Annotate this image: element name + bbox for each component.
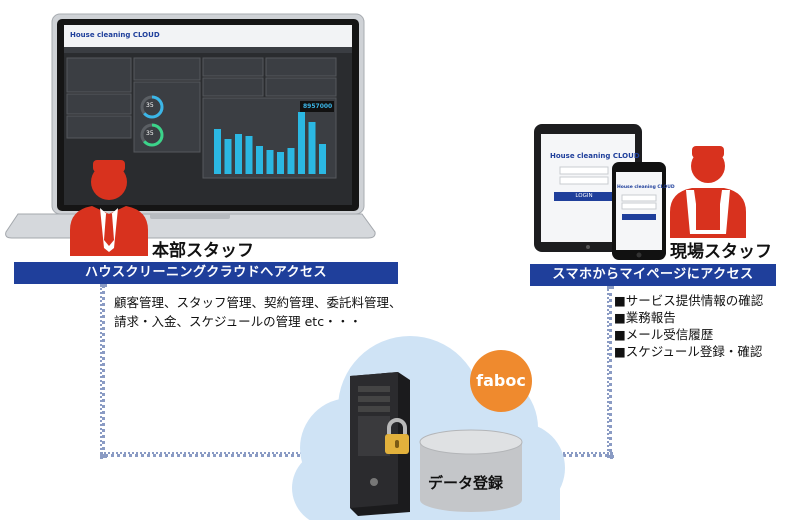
tablet-login-button: LOGIN <box>575 193 593 199</box>
field-task-item: ■スケジュール登録・確認 <box>614 344 763 359</box>
phone-app-title: House cleaning CLOUD <box>617 185 675 190</box>
chart-total: 8957000 <box>303 103 333 110</box>
chart-bar <box>224 139 232 174</box>
field-task-item: ■業務報告 <box>614 310 676 325</box>
faboc-logo: faboc <box>470 350 532 412</box>
chart-bar <box>308 122 316 174</box>
chart-bar <box>214 129 221 174</box>
laptop <box>5 13 376 239</box>
hq-staff-icon <box>70 160 148 256</box>
chart-bar <box>277 152 284 174</box>
field-task-list: ■サービス提供情報の確認 ■業務報告 ■メール受信履歴 ■スケジュール登録・確認 <box>614 292 763 360</box>
field-connector-vertical <box>607 286 612 458</box>
field-staff-icon <box>670 146 746 238</box>
hq-description: 顧客管理、スタッフ管理、契約管理、委託料管理、 請求・入金、スケジュールの管理 … <box>114 293 402 331</box>
chart-bar <box>319 144 326 174</box>
lock-icon <box>385 418 409 454</box>
server-icon <box>350 372 410 516</box>
chart-bar <box>235 134 242 174</box>
field-access-banner: スマホからマイページにアクセス <box>530 264 776 286</box>
hq-connector-vertical <box>100 284 105 458</box>
hq-access-banner: ハウスクリーニングクラウドへアクセス <box>14 262 398 284</box>
field-task-item: ■サービス提供情報の確認 <box>614 293 764 308</box>
field-role-label: 現場スタッフ <box>670 242 772 262</box>
donut-value-1: 35 <box>146 102 154 109</box>
mobile-devices <box>534 124 666 260</box>
hq-description-line-2: 請求・入金、スケジュールの管理 etc・・・ <box>114 314 362 329</box>
database-label: データ登録 <box>428 474 504 492</box>
hq-connector-horizontal <box>100 452 306 457</box>
chart-bar <box>287 148 295 174</box>
chart-bar <box>266 150 274 174</box>
chart-bar <box>298 112 305 174</box>
laptop-app-title: House cleaning CLOUD <box>70 31 160 39</box>
chart-bar <box>245 136 253 174</box>
database-icon <box>419 429 523 512</box>
hq-description-line-1: 顧客管理、スタッフ管理、契約管理、委託料管理、 <box>114 295 402 310</box>
hq-role-label: 本部スタッフ <box>152 241 254 261</box>
donut-value-2: 35 <box>146 130 154 137</box>
revenue-bar-chart <box>214 112 326 174</box>
chart-bar <box>256 146 263 174</box>
field-task-item: ■メール受信履歴 <box>614 327 714 342</box>
tablet-app-title: House cleaning CLOUD <box>550 152 640 160</box>
